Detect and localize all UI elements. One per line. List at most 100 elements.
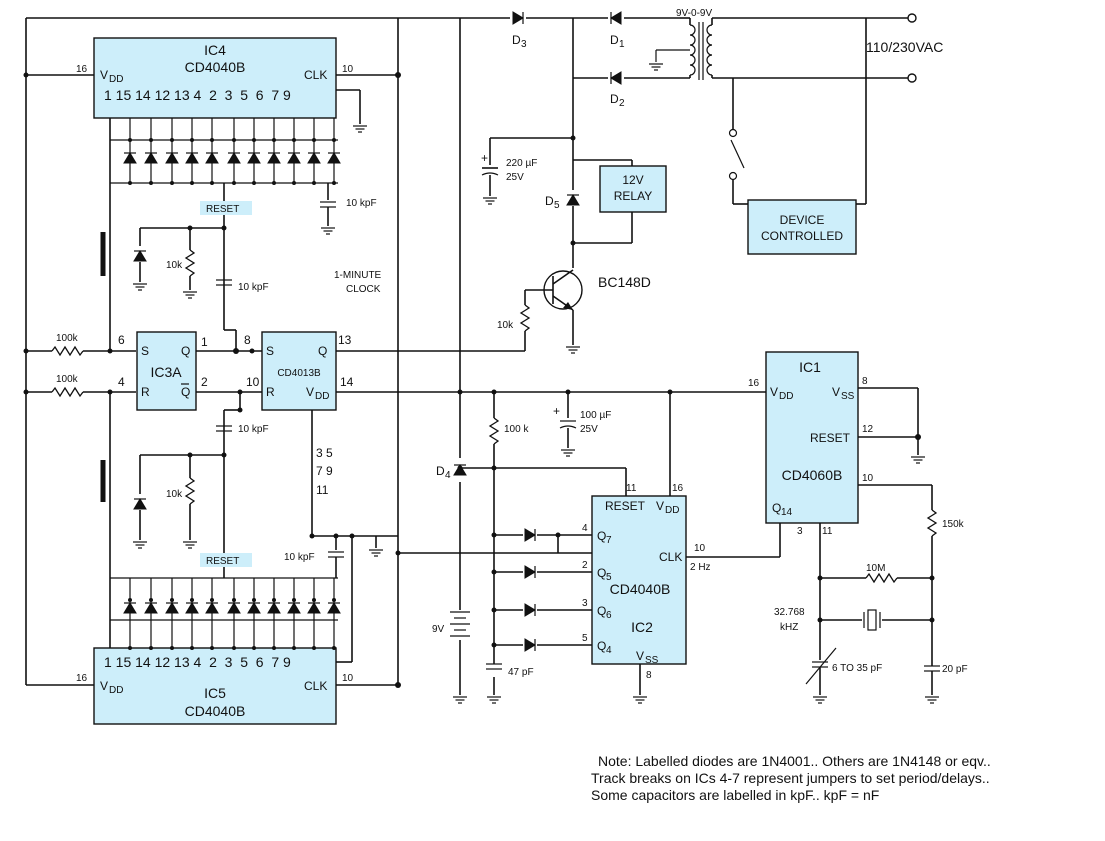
ic2-q4: Q bbox=[597, 639, 606, 653]
ic5-vdd-sub: DD bbox=[109, 685, 123, 696]
cap-10kpf-b: 10 kpF bbox=[238, 282, 269, 293]
ic2-pin-q7: 4 bbox=[582, 523, 588, 534]
ic4-diode-array bbox=[123, 118, 341, 185]
ic3a-pin-s: 6 bbox=[118, 333, 125, 347]
resistor-100k-b: 100k bbox=[56, 374, 79, 385]
d2-sub: 2 bbox=[619, 98, 625, 109]
cap-10kpf-a: 10 kpF bbox=[346, 198, 377, 209]
battery-label: 9V bbox=[432, 624, 445, 635]
ic2-clk-freq: 2 Hz bbox=[690, 562, 711, 573]
ic4-pins: 1 15 14 12 13 4 2 3 5 6 7 9 bbox=[104, 87, 291, 103]
d5-sub: 5 bbox=[554, 200, 560, 211]
ic4-clk: CLK bbox=[304, 68, 327, 82]
ic2-q7: Q bbox=[597, 529, 606, 543]
note-line-3: Some capacitors are labelled in kpF.. kp… bbox=[591, 787, 879, 803]
ic2-pin-reset: 11 bbox=[626, 483, 637, 494]
ic1-pin-vss: 8 bbox=[862, 376, 868, 387]
ic1-vss-sub: SS bbox=[841, 391, 855, 402]
resistor-100k-a: 100k bbox=[56, 333, 79, 344]
ic1-pin-vdd: 16 bbox=[748, 378, 760, 389]
ic3b-part: CD4013B bbox=[277, 368, 321, 379]
diode bbox=[227, 152, 241, 164]
ic2-name: IC2 bbox=[631, 619, 653, 635]
cap-220uf-voltage: 25V bbox=[506, 172, 524, 183]
reset-label-bottom: RESET bbox=[206, 556, 239, 567]
ic3a-q: Q bbox=[181, 344, 190, 358]
d3-sub: 3 bbox=[521, 39, 527, 50]
ic2-pin-clk: 10 bbox=[694, 543, 706, 554]
diode bbox=[165, 602, 179, 614]
ic3b-pin-q: 13 bbox=[338, 333, 352, 347]
ic4-vdd: V bbox=[100, 68, 108, 82]
diode bbox=[247, 152, 261, 164]
relay-label-1: 12V bbox=[622, 173, 643, 187]
ic3b-pin-vdd: 14 bbox=[340, 375, 354, 389]
ic3a-pin-qb: 2 bbox=[201, 375, 208, 389]
wiring: + bbox=[23, 11, 940, 704]
device-box bbox=[747, 199, 857, 255]
d1-sub: 1 bbox=[619, 39, 625, 50]
ic1-vdd-sub: DD bbox=[779, 391, 793, 402]
crystal-label-1: 32.768 bbox=[774, 607, 805, 618]
diode bbox=[287, 602, 301, 614]
ic3a-pin-r: 4 bbox=[118, 375, 125, 389]
ic3b-vdd-sub: DD bbox=[315, 391, 329, 402]
ic5-diode-array bbox=[123, 578, 341, 650]
resistor-10k-a: 10k bbox=[166, 260, 183, 271]
ic3a-pin-q: 1 bbox=[201, 335, 208, 349]
ic1-box bbox=[765, 351, 859, 524]
ic3b-r: R bbox=[266, 385, 275, 399]
trimmer-label: 6 TO 35 pF bbox=[832, 663, 882, 674]
cap-10kpf-d: 10 kpF bbox=[284, 552, 315, 563]
ic4-vdd-sub: DD bbox=[109, 74, 123, 85]
ic3a-box bbox=[136, 331, 197, 411]
diode bbox=[205, 602, 219, 614]
ic2-clk: CLK bbox=[659, 550, 682, 564]
ic3a-qbar: Q bbox=[181, 385, 190, 399]
ic4-pin-clk: 10 bbox=[342, 64, 354, 75]
ic1-name: IC1 bbox=[799, 359, 821, 375]
ic2-q6: Q bbox=[597, 604, 606, 618]
diode bbox=[307, 152, 321, 164]
ic5-pin-clk: 10 bbox=[342, 673, 354, 684]
ic2-q5: Q bbox=[597, 566, 606, 580]
diode bbox=[327, 152, 341, 164]
ic4-part: CD4040B bbox=[185, 59, 246, 75]
ic3b-pin-s: 8 bbox=[244, 333, 251, 347]
diode bbox=[307, 602, 321, 614]
resistor-10k-b: 10k bbox=[166, 489, 183, 500]
ic5-clk: CLK bbox=[304, 679, 327, 693]
ic3b-pin-r: 10 bbox=[246, 375, 260, 389]
ic1-vdd: V bbox=[770, 385, 778, 399]
svg-text:+: + bbox=[481, 151, 488, 165]
transistor-label: BC148D bbox=[598, 274, 651, 290]
device-label-2: CONTROLLED bbox=[761, 229, 843, 243]
ic3b-pins-extra-2: 7 9 bbox=[316, 464, 333, 478]
device-label-1: DEVICE bbox=[780, 213, 825, 227]
transformer-label: 9V-0-9V bbox=[676, 8, 712, 19]
diode bbox=[144, 602, 158, 614]
ic4-pin-vdd: 16 bbox=[76, 64, 88, 75]
ic3b-box bbox=[261, 331, 337, 411]
diode bbox=[165, 152, 179, 164]
ic2-reset: RESET bbox=[605, 499, 646, 513]
ic2-vdd-sub: DD bbox=[665, 505, 679, 516]
ic2-pin-vdd: 16 bbox=[672, 483, 684, 494]
ic1-q-sub: 14 bbox=[781, 507, 793, 518]
note-line-1: Note: Labelled diodes are 1N4001.. Other… bbox=[598, 753, 991, 769]
ic1-pin-reset: 12 bbox=[862, 424, 874, 435]
ic1-q: Q bbox=[772, 501, 781, 515]
diode bbox=[144, 152, 158, 164]
ic3b-s: S bbox=[266, 344, 274, 358]
relay-label-2: RELAY bbox=[614, 189, 652, 203]
ic2-q7-sub: 7 bbox=[606, 535, 612, 546]
ic2-q4-sub: 4 bbox=[606, 645, 612, 656]
ic2-pin-vss: 8 bbox=[646, 670, 652, 681]
ic5-vdd: V bbox=[100, 679, 108, 693]
ic3b-q: Q bbox=[318, 344, 327, 358]
relay-box bbox=[599, 165, 667, 213]
resistor-100k-c: 100 k bbox=[504, 424, 529, 435]
ic2-vss: V bbox=[636, 649, 644, 663]
ic5-part: CD4040B bbox=[185, 703, 246, 719]
